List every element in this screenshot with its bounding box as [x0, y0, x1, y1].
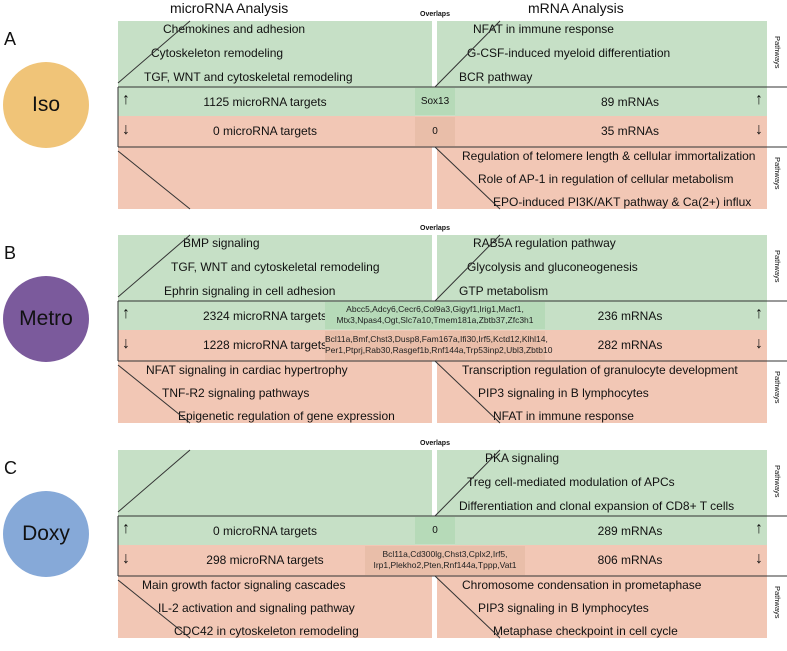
up-mrna-count: 236 mRNAs: [597, 309, 663, 323]
up-overlap-genes: 0: [432, 525, 438, 536]
overlaps-label: Overlaps: [420, 11, 450, 18]
mirna-down-pathway: CDC42 in cytoskeleton remodeling: [174, 624, 359, 638]
down-overlap-cell: [365, 546, 525, 575]
mirna-up-pathway: TGF, WNT and cytoskeletal remodeling: [144, 70, 353, 84]
mrna-analysis-header: mRNA Analysis: [528, 0, 624, 16]
down-mirna-count: 298 microRNA targets: [206, 553, 324, 567]
condition-circle: Metro: [3, 276, 89, 362]
down-arrow-icon: ↓: [122, 550, 130, 567]
up-overlap-genes: Sox13: [420, 96, 450, 107]
down-mirna-count: 0 microRNA targets: [212, 124, 318, 138]
mirna-up-pathway: Cytoskeleton remodeling: [151, 46, 284, 60]
condition-label: Doxy: [22, 522, 70, 545]
mirna-top-pathways-box: [118, 450, 432, 516]
up-arrow-icon: ↑: [755, 305, 763, 322]
down-arrow-icon: ↓: [755, 550, 763, 567]
down-mirna-count: 1228 microRNA targets: [202, 338, 328, 352]
down-mrna-count: 806 mRNAs: [597, 553, 663, 567]
up-overlap-cell: [415, 517, 455, 544]
mirna-down-pathway: NFAT signaling in cardiac hypertrophy: [146, 363, 348, 377]
condition-circle: Doxy: [3, 491, 89, 577]
mrna-up-pathway: Treg cell-mediated modulation of APCs: [467, 475, 675, 489]
mirna-down-pathway: Epigenetic regulation of gene expression: [178, 409, 395, 423]
condition-label: Metro: [19, 307, 73, 330]
mirna-down-pathway: IL-2 activation and signaling pathway: [158, 601, 355, 615]
mrna-up-pathway: Differentiation and clonal expansion of …: [459, 499, 735, 513]
mrna-up-pathway: GTP metabolism: [459, 284, 549, 298]
down-arrow-icon: ↓: [755, 335, 763, 352]
pathways-side-label: Pathways: [773, 157, 782, 190]
pathways-side-label: Pathways: [773, 250, 782, 283]
panel-letter: A: [4, 29, 17, 49]
mrna-down-pathway: Chromosome condensation in prometaphase: [462, 578, 702, 592]
down-overlap-genes: Bcl11a,Bmf,Chst3,Dusp8,Fam167a,Ifi30,Irf…: [325, 334, 553, 355]
pathways-side-label: Pathways: [773, 36, 782, 69]
down-overlap-genes: 0: [432, 126, 438, 137]
up-mirna-count: 2324 microRNA targets: [202, 309, 328, 323]
mrna-down-pathway: Regulation of telomere length & cellular…: [462, 149, 756, 163]
up-arrow-icon: ↑: [122, 305, 130, 322]
mrna-down-pathway: PIP3 signaling in B lymphocytes: [478, 386, 649, 400]
down-arrow-icon: ↓: [755, 121, 763, 138]
condition-label: Iso: [31, 93, 60, 116]
mrna-down-pathway: EPO-induced PI3K/AKT pathway & Ca(2+) in…: [493, 195, 752, 209]
down-overlap-cell: [415, 117, 455, 146]
overlaps-label: Overlaps: [420, 225, 450, 232]
mrna-down-pathway: NFAT in immune response: [493, 409, 634, 423]
panel-letter: B: [4, 243, 17, 263]
mirna-down-pathway: Main growth factor signaling cascades: [142, 578, 346, 592]
mrna-up-pathway: G-CSF-induced myeloid differentiation: [467, 46, 671, 60]
mirna-analysis-header: microRNA Analysis: [170, 0, 289, 16]
condition-circle: Iso: [3, 62, 89, 148]
mrna-down-pathway: Metaphase checkpoint in cell cycle: [493, 624, 678, 638]
mirna-down-pathway: TNF-R2 signaling pathways: [162, 386, 310, 400]
down-overlap-cell: [325, 331, 545, 360]
down-overlap-genes: Bcl11a,Cd300lg,Chst3,Cplx2,Irf5, Irp1,Pl…: [373, 549, 517, 570]
down-mrna-count: 35 mRNAs: [600, 124, 659, 138]
mirna-up-pathway: Ephrin signaling in cell adhesion: [164, 284, 336, 298]
down-mrna-count: 282 mRNAs: [597, 338, 663, 352]
mirna-up-pathway: BMP signaling: [183, 236, 260, 250]
up-overlap-genes: Abcc5,Adcy6,Cecr6,Col9a3,Gigyf1,Irig1,Ma…: [336, 304, 534, 325]
mirna-up-pathway: TGF, WNT and cytoskeletal remodeling: [171, 260, 380, 274]
up-overlap-cell: [325, 302, 545, 329]
mrna-up-pathway: BCR pathway: [459, 70, 533, 84]
up-arrow-icon: ↑: [755, 520, 763, 537]
up-mirna-count: 0 microRNA targets: [212, 524, 318, 538]
up-overlap-cell: [415, 88, 455, 115]
overlaps-label: Overlaps: [420, 440, 450, 447]
mrna-down-pathway: PIP3 signaling in B lymphocytes: [478, 601, 649, 615]
mrna-up-pathway: NFAT in immune response: [473, 22, 614, 36]
mrna-up-pathway: Glycolysis and gluconeogenesis: [467, 260, 638, 274]
mirna-up-pathway: Chemokines and adhesion: [163, 22, 306, 36]
down-arrow-icon: ↓: [122, 335, 130, 352]
panel-letter: C: [4, 458, 17, 478]
mrna-up-pathway: PKA signaling: [485, 451, 560, 465]
up-arrow-icon: ↑: [122, 520, 130, 537]
up-arrow-icon: ↑: [122, 91, 130, 108]
up-mrna-count: 289 mRNAs: [597, 524, 663, 538]
down-arrow-icon: ↓: [122, 121, 130, 138]
up-arrow-icon: ↑: [755, 91, 763, 108]
pathways-side-label: Pathways: [773, 371, 782, 404]
up-mrna-count: 89 mRNAs: [600, 95, 659, 109]
mrna-down-pathway: Role of AP-1 in regulation of cellular m…: [478, 172, 734, 186]
mrna-up-pathway: RAB5A regulation pathway: [473, 236, 616, 250]
pathways-side-label: Pathways: [773, 465, 782, 498]
pathways-side-label: Pathways: [773, 586, 782, 619]
mrna-down-pathway: Transcription regulation of granulocyte …: [462, 363, 738, 377]
up-mirna-count: 1125 microRNA targets: [203, 95, 327, 109]
mirna-bottom-pathways-box: [118, 147, 432, 209]
